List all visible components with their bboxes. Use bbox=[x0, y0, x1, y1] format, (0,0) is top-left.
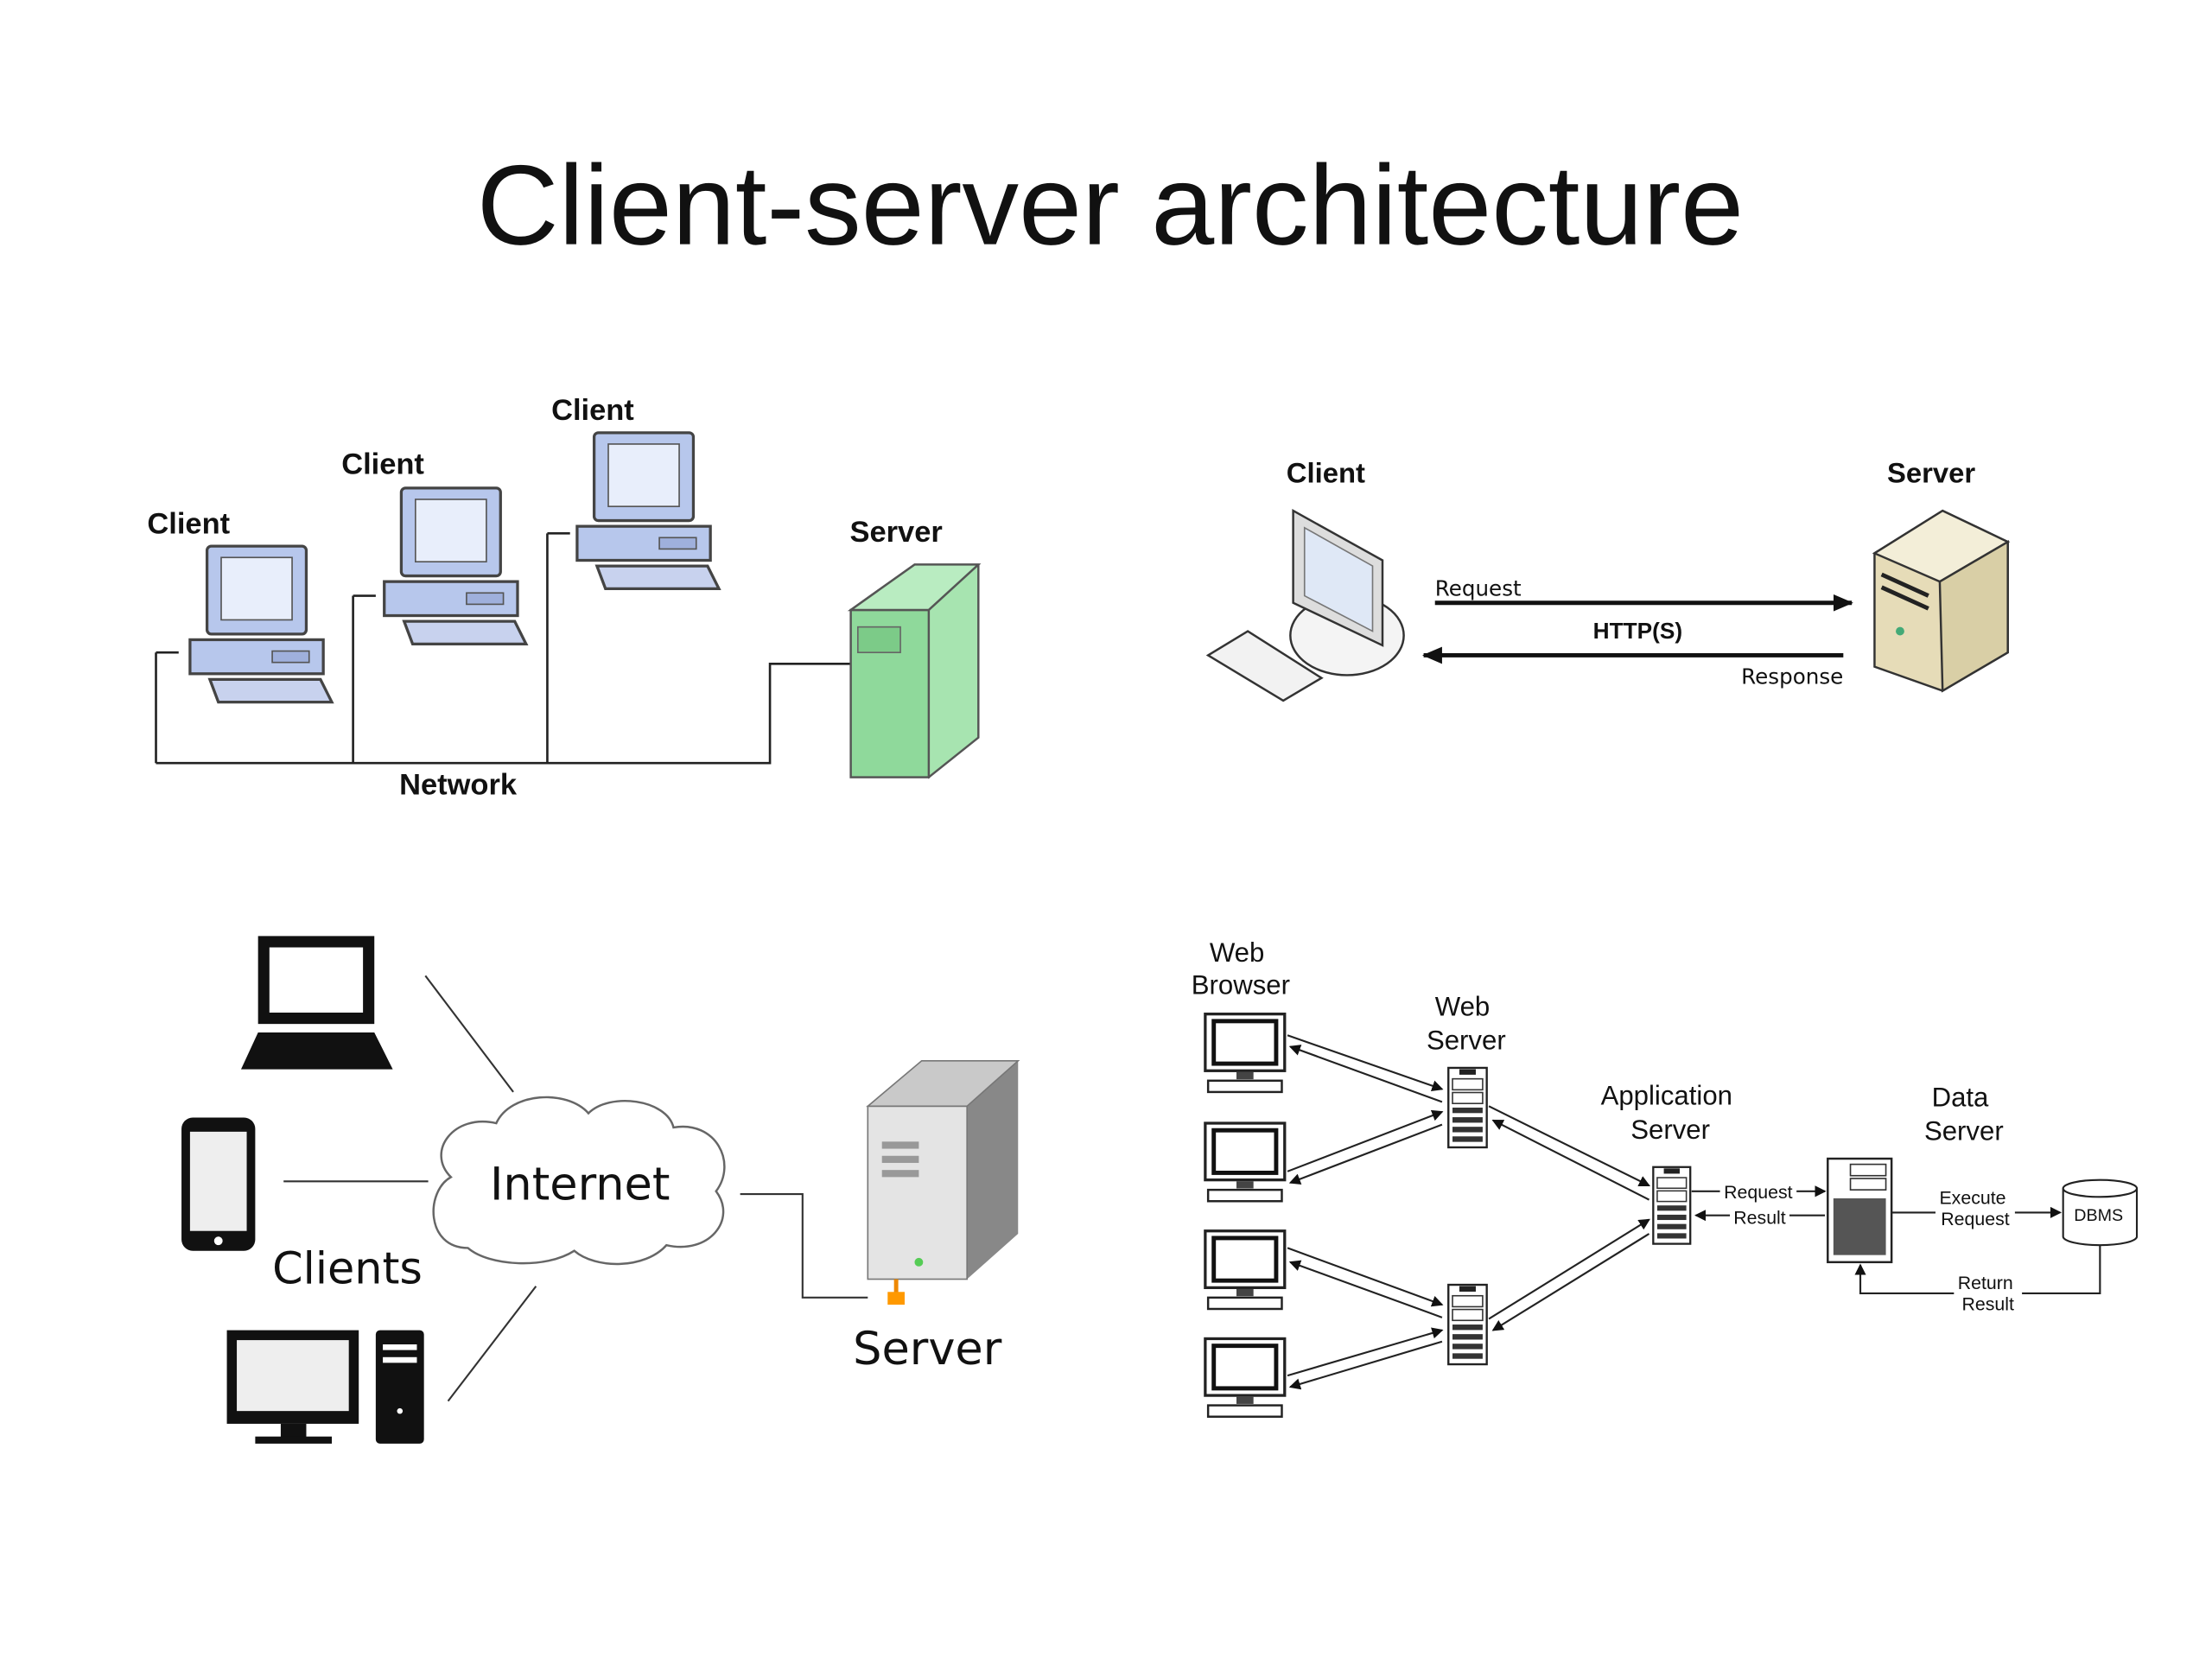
client-computer-icon bbox=[1205, 508, 1405, 702]
server-label: Server bbox=[1887, 456, 1975, 488]
desktop-computer-icon bbox=[575, 431, 721, 591]
response-label: Response bbox=[1741, 664, 1843, 689]
server-label: Server bbox=[849, 516, 942, 549]
data-server-icon bbox=[1827, 1157, 1893, 1264]
dbms-label: DBMS bbox=[2074, 1206, 2123, 1225]
application-server-label: Application Server bbox=[1601, 1081, 1740, 1145]
network-diagram: Client Client Client Server Network bbox=[147, 394, 982, 801]
smartphone-icon bbox=[181, 1117, 256, 1251]
cloud-icon bbox=[432, 1096, 726, 1266]
internet-label: Internet bbox=[490, 1159, 670, 1211]
application-server-icon bbox=[1652, 1166, 1692, 1245]
clients-label: Clients bbox=[272, 1242, 423, 1293]
execute-request-label: Execute Request bbox=[1939, 1188, 2011, 1230]
client-label: Client bbox=[341, 448, 424, 480]
server-tower-icon bbox=[1872, 509, 2011, 693]
result-label: Result bbox=[1733, 1208, 1786, 1229]
three-tier-diagram: Web Browser Web Server Application Serve… bbox=[1192, 937, 2139, 1417]
desktop-computer-icon bbox=[226, 1330, 424, 1444]
http-diagram: Client Server Request HTTP(S) Response bbox=[1205, 456, 2011, 702]
web-server-icon bbox=[1447, 1066, 1488, 1149]
desktop-computer-icon bbox=[383, 486, 528, 646]
desktop-computer-icon bbox=[188, 544, 334, 704]
slide-title: Client-server architecture bbox=[477, 142, 1744, 269]
browser-monitor-icon bbox=[1205, 1338, 1285, 1416]
network-cable bbox=[155, 532, 851, 765]
server-label: Server bbox=[853, 1323, 1002, 1375]
request-label: Request bbox=[1435, 576, 1522, 601]
browser-monitor-icon bbox=[1205, 1231, 1285, 1309]
server-tower-icon bbox=[866, 1059, 1020, 1305]
web-server-icon bbox=[1447, 1283, 1488, 1366]
database-icon bbox=[2062, 1178, 2139, 1247]
server-tower-icon bbox=[847, 563, 982, 779]
browser-monitor-icon bbox=[1205, 1014, 1285, 1092]
network-label: Network bbox=[399, 768, 518, 801]
laptop-icon bbox=[240, 936, 393, 1070]
connection-line bbox=[283, 975, 868, 1402]
client-label: Client bbox=[147, 507, 230, 540]
return-result-label: Return Result bbox=[1958, 1273, 2018, 1315]
client-label: Client bbox=[1287, 456, 1365, 488]
web-browser-label: Web Browser bbox=[1192, 937, 1290, 1001]
web-server-label: Web Server bbox=[1427, 991, 1506, 1055]
client-label: Client bbox=[551, 394, 634, 427]
internet-diagram: Internet Clients Server bbox=[181, 936, 1020, 1444]
data-server-label: Data Server bbox=[1924, 1082, 2004, 1146]
request-label: Request bbox=[1724, 1182, 1793, 1203]
protocol-label: HTTP(S) bbox=[1593, 618, 1683, 644]
browser-monitor-icon bbox=[1205, 1123, 1285, 1201]
